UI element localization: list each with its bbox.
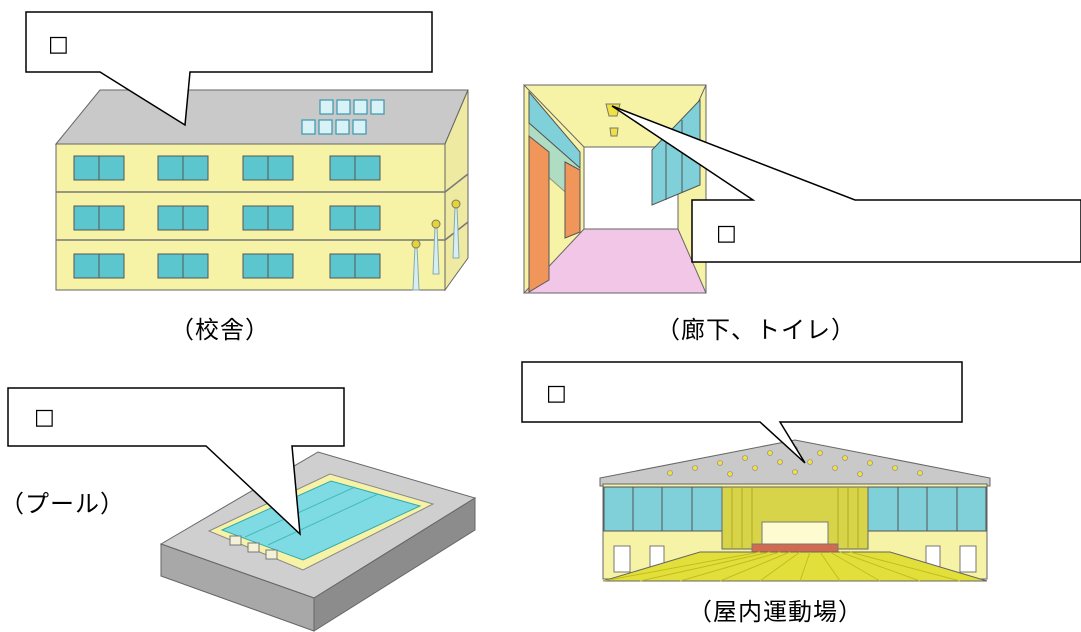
caption-indoor-gym: （屋内運動場） [688, 598, 863, 626]
callout-school-checkbox: □ [48, 32, 69, 57]
callout-pool-checkbox: □ [34, 405, 55, 430]
caption-corridor-toilet: （廊下、トイレ） [656, 316, 856, 344]
callout-school-building [25, 11, 433, 127]
callout-indoor-gym [521, 361, 963, 464]
callout-gym-checkbox: □ [546, 381, 567, 406]
callout-pool [7, 387, 345, 536]
corridor-illustration [522, 84, 707, 294]
school-building-illustration [54, 89, 469, 292]
indoor-gym-illustration [599, 439, 991, 582]
caption-pool: （プール） [0, 490, 125, 518]
callout-corridor-toilet [611, 105, 1081, 263]
callout-corridor-checkbox: □ [716, 221, 737, 246]
caption-school-building: （校舎） [170, 316, 270, 344]
pool-illustration [159, 451, 477, 632]
